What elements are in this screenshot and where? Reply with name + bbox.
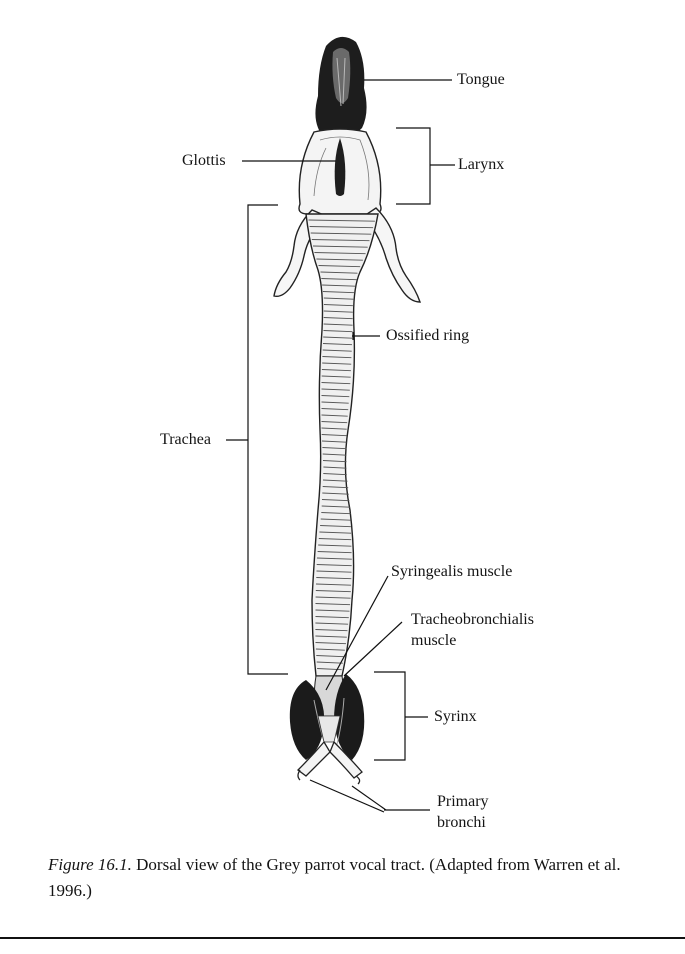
tracheal-ring [322,291,355,294]
tracheal-ring [322,479,348,482]
label-tracheobronchialis-line2: muscle [411,632,457,649]
tracheal-ring [321,414,348,417]
tracheal-ring [321,512,351,515]
tracheal-ring [315,622,349,625]
tracheobronchialis-leader [343,621,403,677]
label-tongue: Tongue [457,71,505,88]
tracheal-ring [320,271,358,274]
figure-caption: Figure 16.1. Dorsal view of the Grey par… [48,852,668,904]
tracheal-ring [322,460,347,463]
larynx-shape [298,128,382,215]
tracheal-ring [316,557,352,560]
tracheal-ring [321,499,350,502]
tracheal-ring [321,388,350,391]
tracheal-ring [315,635,347,638]
tracheal-ring [323,304,353,307]
label-trachea: Trachea [160,431,211,448]
caption-label: Figure 16.1. [48,855,132,874]
tracheal-ring [315,616,349,619]
bronchi-leader-b [351,785,387,811]
tracheal-ring [321,440,347,443]
tracheal-ring [321,278,357,281]
tracheal-ring [322,343,353,346]
tracheal-ring [321,434,347,437]
tracheal-ring [317,551,352,554]
tracheal-ring [315,583,352,586]
tracheal-ring [321,408,349,411]
tracheal-ring [323,323,353,326]
label-syringealis-muscle: Syringealis muscle [391,563,513,580]
tracheal-ring [323,466,347,469]
tracheal-ring [321,382,351,385]
tracheal-ring [318,538,352,541]
tracheal-ring [316,655,344,658]
primary-bronchi-shape [297,740,363,785]
glottis-shape [334,138,346,196]
label-syrinx: Syrinx [434,708,477,725]
tracheal-ring [311,239,370,242]
tracheal-ring [316,577,352,580]
tracheal-ring [323,330,353,333]
tracheal-ring [321,401,349,404]
label-larynx: Larynx [458,156,505,173]
tracheal-ring [316,570,352,573]
tracheal-ring [322,486,349,489]
tracheal-ring [315,596,351,599]
tracheal-ring [308,219,375,222]
syrinx-bracket [374,671,406,761]
tracheal-ring [323,310,353,313]
tracheal-ring [323,336,353,339]
trachea-bracket [247,204,288,675]
tracheal-ring [315,642,347,645]
tracheal-ring [321,395,350,398]
tracheal-ring [318,265,361,268]
tracheal-ring [321,421,348,424]
syringealis-leader [325,575,389,691]
label-tracheobronchialis-muscle: Tracheobronchialis muscle [411,609,534,651]
tracheal-ring [310,232,372,235]
tracheal-ring [321,427,347,430]
trachea-shape [305,213,379,677]
tracheal-ring [322,362,352,365]
label-ossified-ring: Ossified ring [386,327,470,344]
tracheal-ring [318,544,352,547]
tracheal-ring [322,453,347,456]
bronchi-leader-a [309,779,385,813]
tracheal-ring [312,245,368,248]
label-primary-bronchi-line1: Primary [437,793,489,810]
tracheal-ring [322,447,347,450]
larynx-bracket [396,127,431,205]
tracheal-ring [315,648,345,651]
tracheal-ring [319,531,352,534]
label-glottis: Glottis [182,152,226,169]
bottom-rule [0,937,685,939]
tracheal-ring [320,525,351,528]
tracheal-ring [316,258,363,261]
tracheal-ring [314,252,366,255]
label-primary-bronchi: Primary bronchi [437,791,489,833]
tracheal-ring [321,375,351,378]
tracheal-ring [316,564,352,567]
tracheal-ring [323,297,354,300]
tracheal-ring [316,661,343,664]
caption-text: Dorsal view of the Grey parrot vocal tra… [48,855,621,900]
tracheal-ring [321,369,351,372]
label-primary-bronchi-line2: bronchi [437,814,486,831]
tracheal-ring [315,603,351,606]
tracheal-ring [322,349,352,352]
tracheal-ring [323,317,353,320]
tracheal-ring [322,284,356,287]
tongue-shape [315,36,367,137]
label-tracheobronchialis-line1: Tracheobronchialis [411,611,534,628]
tracheal-ring [322,492,349,495]
tracheal-ring [321,505,351,508]
tracheal-ring [315,609,350,612]
tracheal-ring [320,518,351,521]
tracheal-ring [322,356,352,359]
tracheal-ring [309,226,374,229]
tracheal-ring [315,629,348,632]
tracheal-ring [315,590,351,593]
tracheal-ring [323,473,347,476]
